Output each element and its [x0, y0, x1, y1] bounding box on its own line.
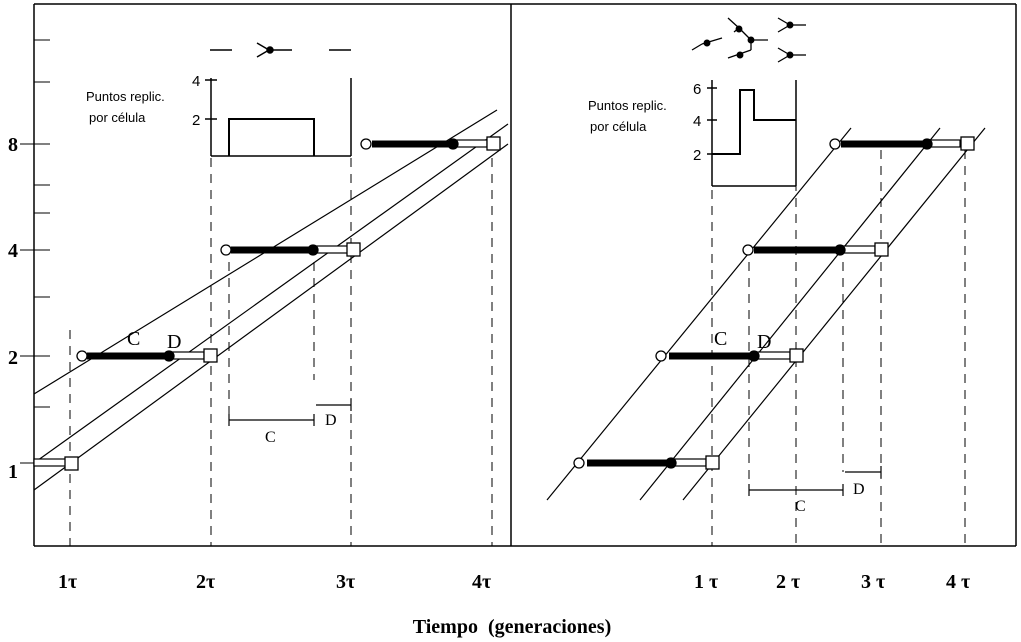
left-bracket-d: D [325, 412, 337, 429]
right-inset-title-2: por célula [590, 119, 647, 134]
left-d-phases [33, 139, 488, 467]
right-c-label: C [714, 328, 727, 350]
termination-marker [163, 350, 175, 362]
right-fork-glyphs [691, 17, 806, 63]
right-inset-tick-6: 6 [693, 81, 701, 98]
y-label-4: 4 [8, 240, 18, 262]
left-c-label: C [127, 328, 140, 350]
right-bracket-d: D [853, 481, 865, 498]
right-inset-title-1: Puntos replic. [588, 98, 667, 113]
left-inset-tick-4: 4 [192, 73, 200, 90]
left-d-label: D [167, 331, 181, 353]
left-inset-step-line [228, 118, 315, 156]
left-markers [64, 136, 501, 471]
left-c-phases [87, 140, 452, 360]
left-x-tick-4: 4τ [472, 571, 491, 593]
left-inset [205, 42, 352, 157]
left-dashed-guides [69, 158, 493, 546]
right-d-label: D [757, 331, 771, 353]
left-x-tick-2: 2τ [196, 571, 215, 593]
right-inset-tick-4: 4 [693, 113, 701, 130]
right-d-phases [671, 139, 961, 467]
right-bracket-c: C [795, 498, 806, 515]
right-markers [573, 136, 975, 470]
right-dashed-guides [711, 150, 966, 546]
right-x-tick-3: 3 τ [861, 571, 885, 593]
y-label-1: 1 [8, 461, 18, 483]
right-inset-step-line [712, 89, 796, 155]
right-x-tick-2: 2 τ [776, 571, 800, 593]
right-inset-tick-2: 2 [693, 147, 701, 164]
y-label-2: 2 [8, 347, 18, 369]
x-axis-title: Tiempo (generaciones) [413, 616, 612, 638]
initiation-marker [76, 350, 88, 362]
division-marker [203, 348, 218, 363]
left-x-tick-3: 3τ [336, 571, 355, 593]
right-x-tick-1: 1 τ [694, 571, 718, 593]
frame [33, 3, 1017, 547]
right-x-tick-4: 4 τ [946, 571, 970, 593]
right-diagonals [546, 127, 986, 501]
left-inset-tick-2: 2 [192, 112, 200, 129]
right-brackets [748, 466, 882, 496]
y-axis [20, 39, 50, 464]
left-x-tick-1: 1τ [58, 571, 77, 593]
y-label-8: 8 [8, 134, 18, 156]
right-inset [707, 80, 797, 187]
left-bracket-c: C [265, 429, 276, 446]
left-panel: C D C D Puntos replic. [33, 42, 509, 593]
right-panel: C D C D [546, 17, 986, 593]
right-c-phases [587, 140, 924, 467]
left-inset-title-1: Puntos replic. [86, 89, 165, 104]
left-inset-title-2: por célula [89, 110, 146, 125]
left-brackets [228, 399, 352, 426]
